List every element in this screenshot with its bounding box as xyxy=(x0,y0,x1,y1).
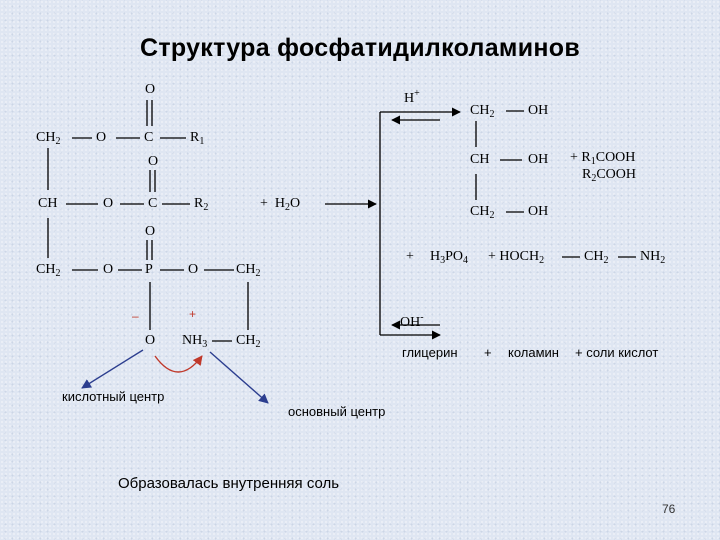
plus-charge: + xyxy=(189,307,197,321)
oxygen-anion: O xyxy=(145,333,156,348)
hydroxide-ion: OH- xyxy=(400,312,424,330)
nh2-group: NH2 xyxy=(640,249,666,266)
carbon-atom: C xyxy=(148,196,158,211)
label-glycerol: глицерин xyxy=(402,345,458,360)
oxygen-atom: O xyxy=(96,130,107,145)
base-center-label: основный центр xyxy=(288,404,386,419)
oxygen-atom: O xyxy=(103,196,114,211)
acid-center-arrow xyxy=(81,349,144,389)
label-salts: + соли кислот xyxy=(575,345,659,360)
acid-r2cooh: R2COOH xyxy=(582,167,637,184)
oxygen-atom: O xyxy=(145,82,156,97)
plus-sign: + xyxy=(406,249,414,264)
ch2-group: CH2 xyxy=(470,204,495,221)
base-center-arrow xyxy=(209,351,269,404)
nh3-group: NH3 xyxy=(182,333,208,350)
plus-sign: + xyxy=(484,345,492,360)
oxygen-atom: O xyxy=(148,154,159,169)
ch2-group: CH2 xyxy=(236,333,261,350)
label-colamine: коламин xyxy=(508,345,559,360)
ch2-group: CH2 xyxy=(236,262,261,279)
acid-center-label: кислотный центр xyxy=(62,389,165,404)
phosphoric-acid: H3PO4 xyxy=(430,249,469,266)
page-title: Структура фосфатидилколаминов xyxy=(139,34,581,62)
ch2-group: CH2 xyxy=(36,262,61,279)
proton-transfer-arrow xyxy=(154,355,203,373)
oxygen-atom: O xyxy=(103,262,114,277)
hydroxyl-group: OH xyxy=(528,103,549,118)
r1-group: R1 xyxy=(190,130,205,147)
ch2-group: CH2 xyxy=(36,130,61,147)
phosphorus-atom: P xyxy=(145,262,153,277)
minus-charge: – xyxy=(132,309,139,323)
water-reagent: + H2O xyxy=(260,196,301,213)
oxygen-atom: O xyxy=(145,224,156,239)
proton-catalyst: H+ xyxy=(404,88,420,106)
ch2-group: CH2 xyxy=(584,249,609,266)
ch-group: CH xyxy=(470,152,490,167)
page-number: 76 xyxy=(662,502,676,516)
acid-r1cooh: + R1COOH xyxy=(570,150,636,167)
conclusion-text: Образовалась внутренняя соль xyxy=(118,475,340,492)
hydroxyl-group: OH xyxy=(528,204,549,219)
ch-group: CH xyxy=(38,196,58,211)
ch2-group: CH2 xyxy=(470,103,495,120)
r2-group: R2 xyxy=(194,196,209,213)
hoch2-group: + HOCH2 xyxy=(488,249,545,266)
hydroxyl-group: OH xyxy=(528,152,549,167)
oxygen-atom: O xyxy=(188,262,199,277)
carbon-atom: C xyxy=(144,130,154,145)
